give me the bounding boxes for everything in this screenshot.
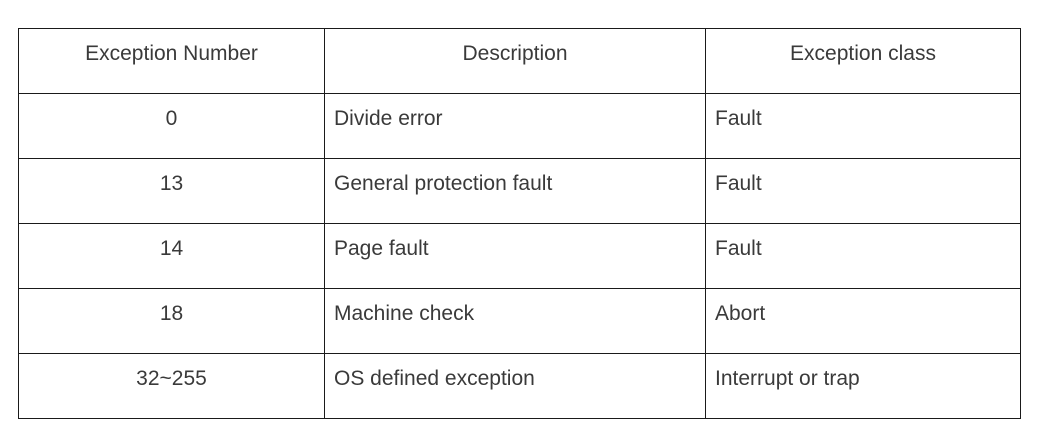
- cell-exception-class: Interrupt or trap: [705, 353, 1021, 419]
- description-value: Machine check: [334, 302, 475, 325]
- description-value: General protection fault: [334, 172, 553, 195]
- column-header-exception-number: Exception Number: [18, 28, 325, 94]
- exception-number-value: 0: [165, 107, 178, 130]
- column-header-description-label: Description: [462, 42, 568, 65]
- table-row: 0 Divide error Fault: [18, 93, 1021, 159]
- cell-exception-number: 18: [18, 288, 325, 354]
- cell-description: General protection fault: [324, 158, 706, 224]
- exception-class-value: Fault: [715, 237, 762, 260]
- cell-exception-class: Abort: [705, 288, 1021, 354]
- column-header-description: Description: [324, 28, 706, 94]
- cell-exception-number: 14: [18, 223, 325, 289]
- column-header-exception-class: Exception class: [705, 28, 1021, 94]
- description-value: OS defined exception: [334, 367, 535, 390]
- cell-description: Divide error: [324, 93, 706, 159]
- table-header-row: Exception Number Description Exception c…: [18, 28, 1021, 94]
- cell-exception-class: Fault: [705, 158, 1021, 224]
- description-value: Page fault: [334, 237, 429, 260]
- cell-description: Machine check: [324, 288, 706, 354]
- exception-class-value: Abort: [715, 302, 766, 325]
- exception-number-value: 13: [159, 172, 184, 195]
- exception-table-container: Exception Number Description Exception c…: [18, 28, 1021, 419]
- table-header: Exception Number Description Exception c…: [18, 28, 1021, 94]
- exception-table: Exception Number Description Exception c…: [18, 28, 1021, 419]
- exception-number-value: 14: [159, 237, 184, 260]
- exception-number-value: 18: [159, 302, 184, 325]
- cell-exception-number: 13: [18, 158, 325, 224]
- table-body: 0 Divide error Fault 13 General protecti…: [18, 93, 1021, 419]
- exception-class-value: Fault: [715, 107, 762, 130]
- table-row: 14 Page fault Fault: [18, 223, 1021, 289]
- column-header-exception-number-label: Exception Number: [85, 42, 258, 65]
- exception-class-value: Interrupt or trap: [715, 367, 860, 390]
- exception-class-value: Fault: [715, 172, 762, 195]
- exception-number-value: 32~255: [136, 367, 207, 390]
- cell-description: OS defined exception: [324, 353, 706, 419]
- cell-exception-class: Fault: [705, 93, 1021, 159]
- cell-exception-number: 32~255: [18, 353, 325, 419]
- table-row: 13 General protection fault Fault: [18, 158, 1021, 224]
- table-row: 32~255 OS defined exception Interrupt or…: [18, 353, 1021, 419]
- cell-description: Page fault: [324, 223, 706, 289]
- column-header-exception-class-label: Exception class: [790, 42, 936, 65]
- cell-exception-class: Fault: [705, 223, 1021, 289]
- description-value: Divide error: [334, 107, 443, 130]
- table-row: 18 Machine check Abort: [18, 288, 1021, 354]
- cell-exception-number: 0: [18, 93, 325, 159]
